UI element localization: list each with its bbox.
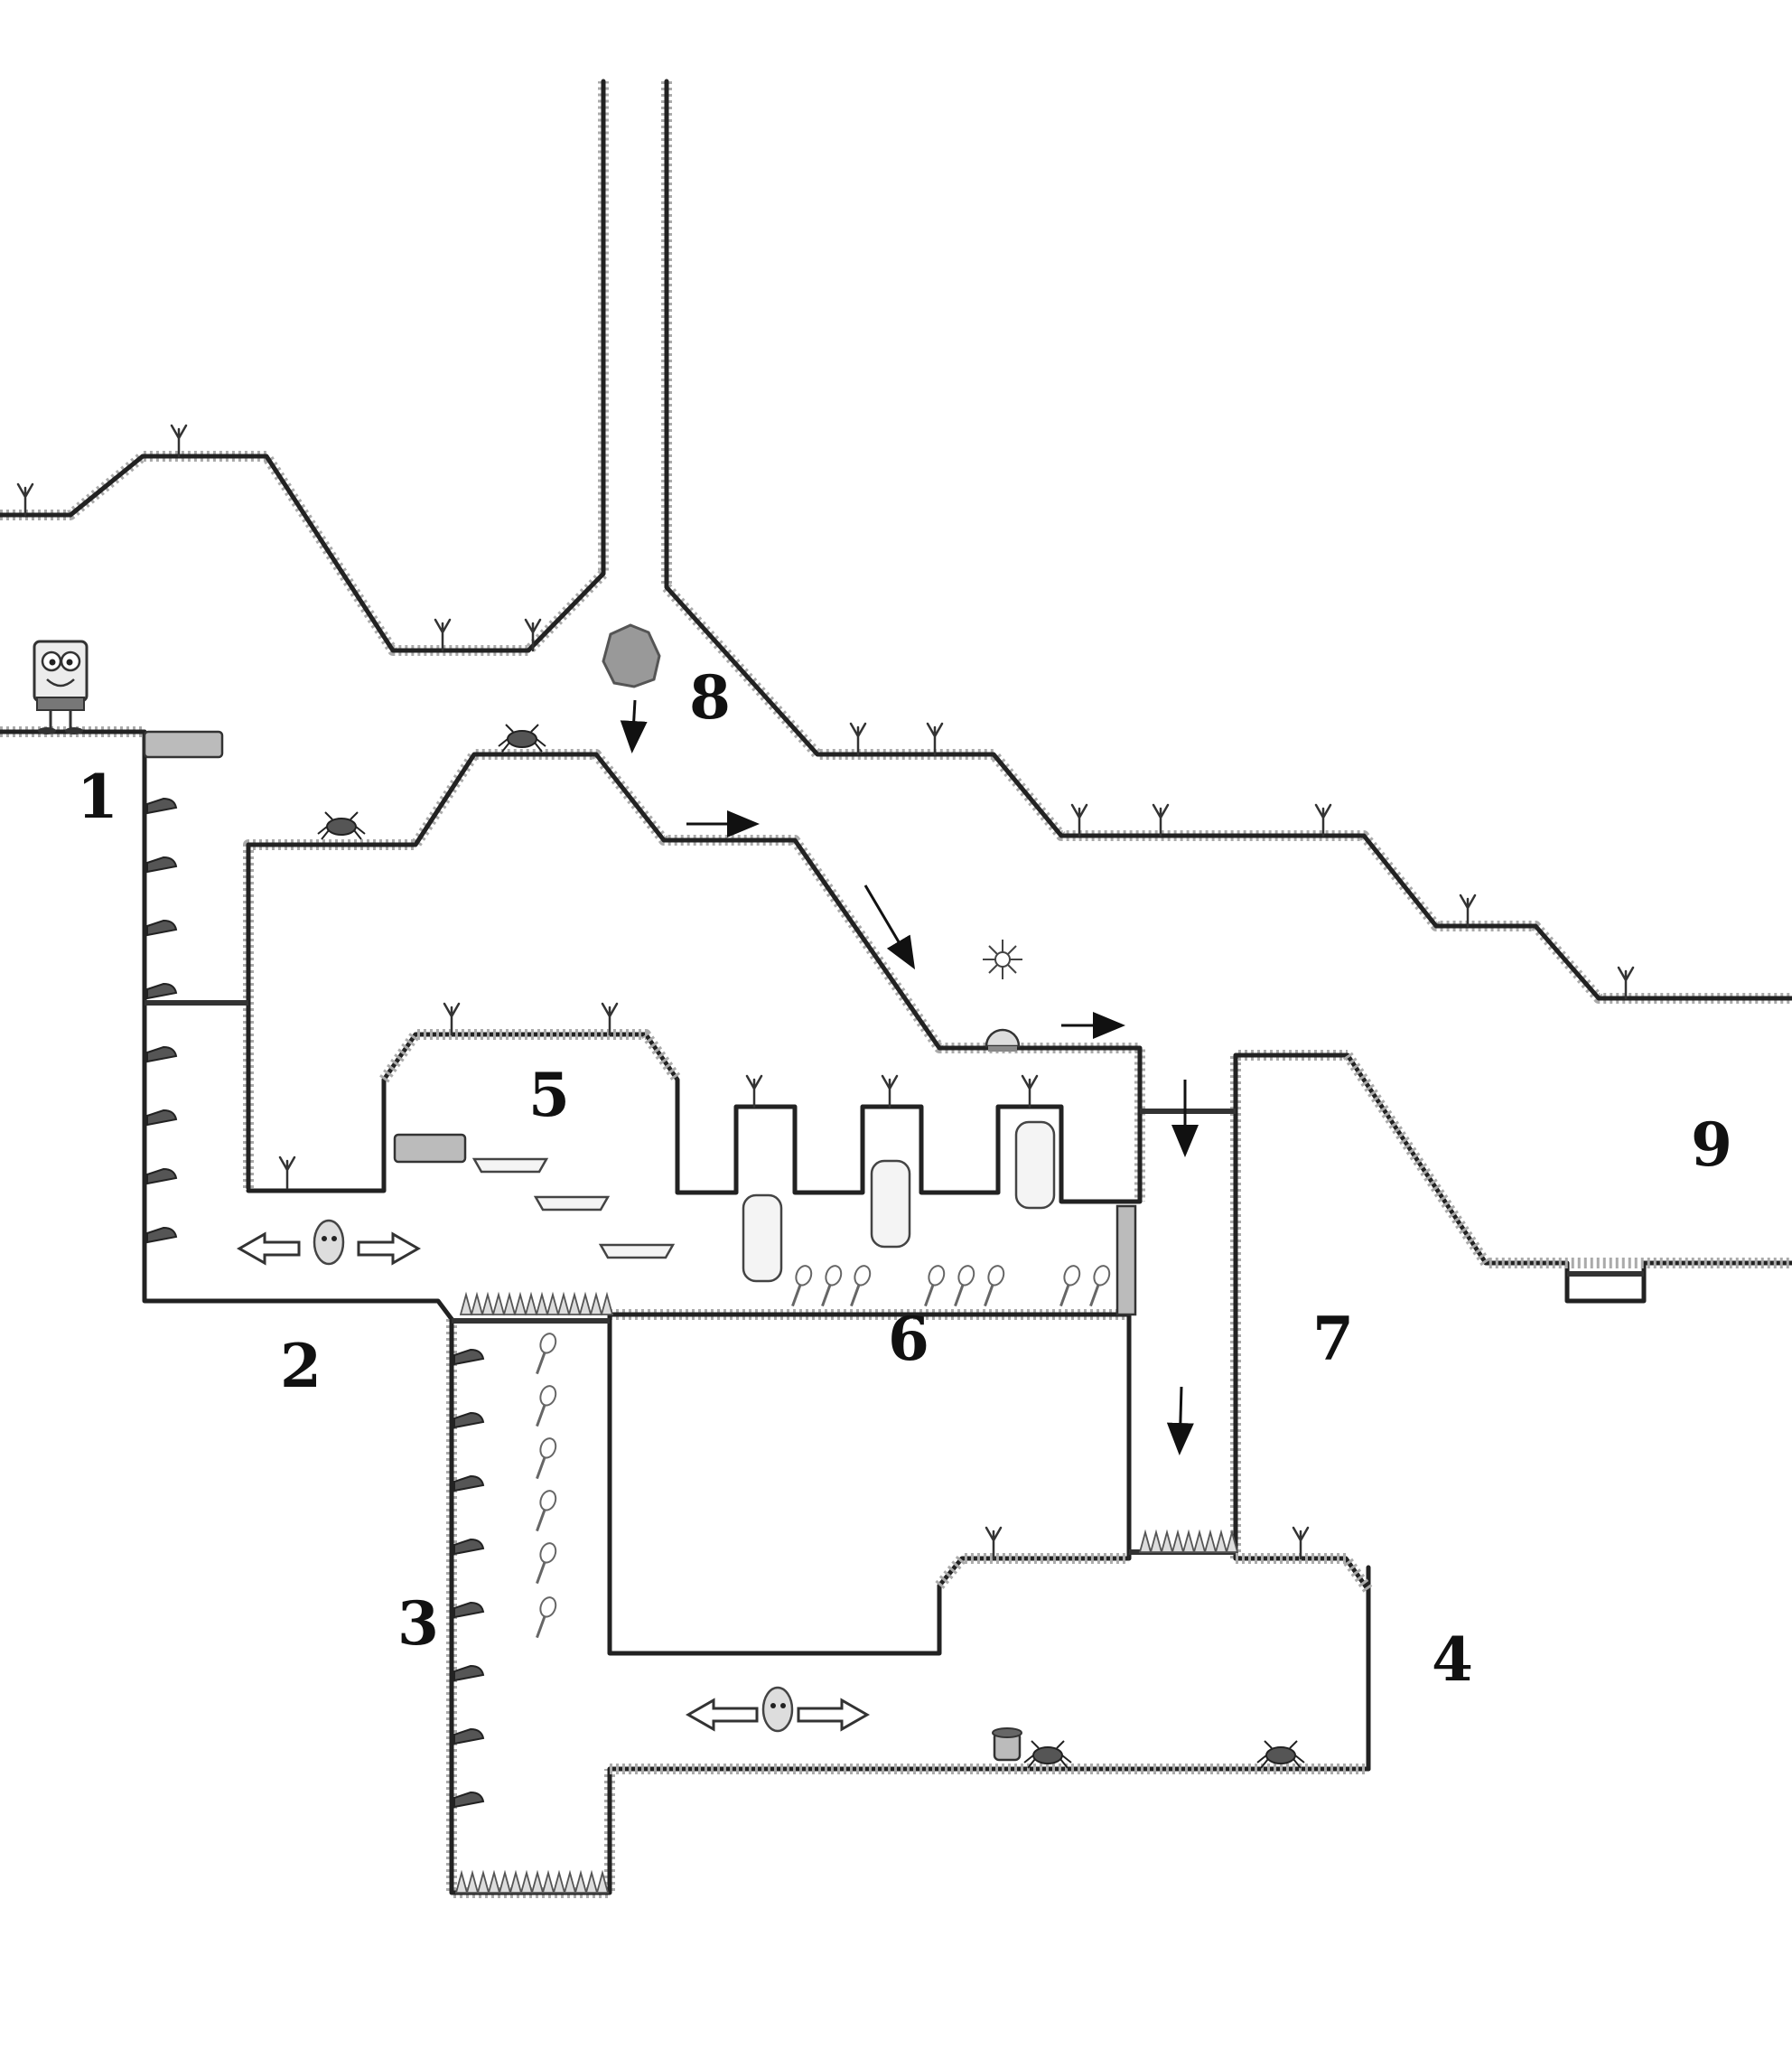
zone6-floor-wall xyxy=(610,1315,1129,1653)
gates xyxy=(145,1003,1644,1552)
area-label-6: 6 xyxy=(888,1304,929,1374)
area-label-1: 1 xyxy=(77,762,118,832)
wall-hook-icon xyxy=(454,1350,483,1364)
wall-hook-icon xyxy=(454,1666,483,1680)
wall-hook-icon xyxy=(147,984,176,998)
zone5-outer-wall xyxy=(248,754,1140,1202)
terrain xyxy=(0,81,1792,1893)
wall-hook-icon xyxy=(454,1603,483,1617)
wall-hook-icon xyxy=(454,1413,483,1427)
wall-hook-icon xyxy=(147,857,176,872)
patrol-arrow-right xyxy=(798,1700,867,1729)
area-label-5: 5 xyxy=(528,1060,570,1130)
patrol-arrow-left xyxy=(688,1700,757,1729)
area-label-3: 3 xyxy=(397,1588,439,1659)
wall-hook-icon xyxy=(147,1228,176,1242)
tiki-pot-icon xyxy=(986,1030,1019,1052)
crab-enemy-icon xyxy=(318,812,365,839)
movement-arrows xyxy=(239,700,1185,1729)
zone5-block xyxy=(395,1135,465,1162)
start-block xyxy=(145,732,222,757)
wall-hook-icon xyxy=(147,1169,176,1184)
golden-spatula-icon xyxy=(530,1384,558,1429)
wall-hook-icon xyxy=(454,1539,483,1554)
wall-hook-icon xyxy=(147,1110,176,1125)
area-label-7: 7 xyxy=(1312,1304,1354,1374)
area-label-8: 8 xyxy=(689,662,731,733)
upper-slope-wall xyxy=(667,81,1792,998)
wall-hook-icon xyxy=(454,1476,483,1491)
patrol-arrow-left xyxy=(239,1234,299,1263)
golden-spatula-icon xyxy=(919,1264,947,1309)
golden-spatula-icon xyxy=(530,1489,558,1534)
golden-spatula-icon xyxy=(948,1264,976,1309)
golden-spatula-icon xyxy=(530,1436,558,1482)
wall-hook-icon xyxy=(147,1047,176,1062)
spike-grass-icon xyxy=(456,1873,608,1893)
crab-enemy-icon xyxy=(499,725,546,752)
golden-spatula-icon xyxy=(530,1332,558,1377)
jellyfish-enemy-icon xyxy=(314,1221,343,1264)
boulder-icon xyxy=(603,625,659,687)
spike-grass-icon xyxy=(1140,1532,1237,1552)
floating-platform xyxy=(474,1159,546,1172)
wall-hook-icon xyxy=(147,921,176,935)
golden-spatula-icon xyxy=(786,1264,814,1309)
jellyfish-enemy-icon xyxy=(763,1688,792,1731)
floating-platform xyxy=(536,1197,608,1210)
zone4-ceiling xyxy=(1236,1558,1368,1769)
spongebob-sprite xyxy=(34,641,87,734)
golden-spatula-icon xyxy=(845,1264,873,1309)
patrol-arrow-right xyxy=(359,1234,418,1263)
golden-spatula-icon xyxy=(816,1264,844,1309)
golden-spatula-icon xyxy=(530,1541,558,1586)
sprouts xyxy=(18,426,1633,1558)
crab-enemy-icon xyxy=(1257,1741,1304,1768)
golden-spatula-icon xyxy=(1054,1264,1082,1309)
floating-platforms xyxy=(395,1122,1135,1315)
entities xyxy=(34,625,1304,1768)
spike-beds xyxy=(456,1295,1237,1893)
spatulas xyxy=(530,1264,1112,1641)
golden-spatula-icon xyxy=(530,1595,558,1641)
floating-platform xyxy=(601,1245,673,1258)
upper-ridge-wall xyxy=(0,81,603,650)
pillar-platform xyxy=(872,1161,910,1247)
breakable-column xyxy=(1117,1206,1135,1315)
golden-spatula-icon xyxy=(1084,1264,1112,1309)
spike-grass-icon xyxy=(461,1295,612,1315)
golden-spatula-icon xyxy=(978,1264,1006,1309)
wall-hook-icon xyxy=(454,1729,483,1744)
pillar-platform xyxy=(743,1195,781,1281)
start-ledge xyxy=(0,732,452,1319)
area-label-9: 9 xyxy=(1691,1109,1732,1180)
area-label-2: 2 xyxy=(280,1331,322,1401)
area-label-4: 4 xyxy=(1432,1624,1473,1695)
tiki-pot-icon xyxy=(993,1728,1022,1760)
wall-hook-icon xyxy=(147,799,176,813)
electric-spark-icon xyxy=(983,940,1022,979)
pillar-platform xyxy=(1016,1122,1054,1208)
wall-hook-icon xyxy=(454,1792,483,1807)
crab-enemy-icon xyxy=(1024,1741,1071,1768)
